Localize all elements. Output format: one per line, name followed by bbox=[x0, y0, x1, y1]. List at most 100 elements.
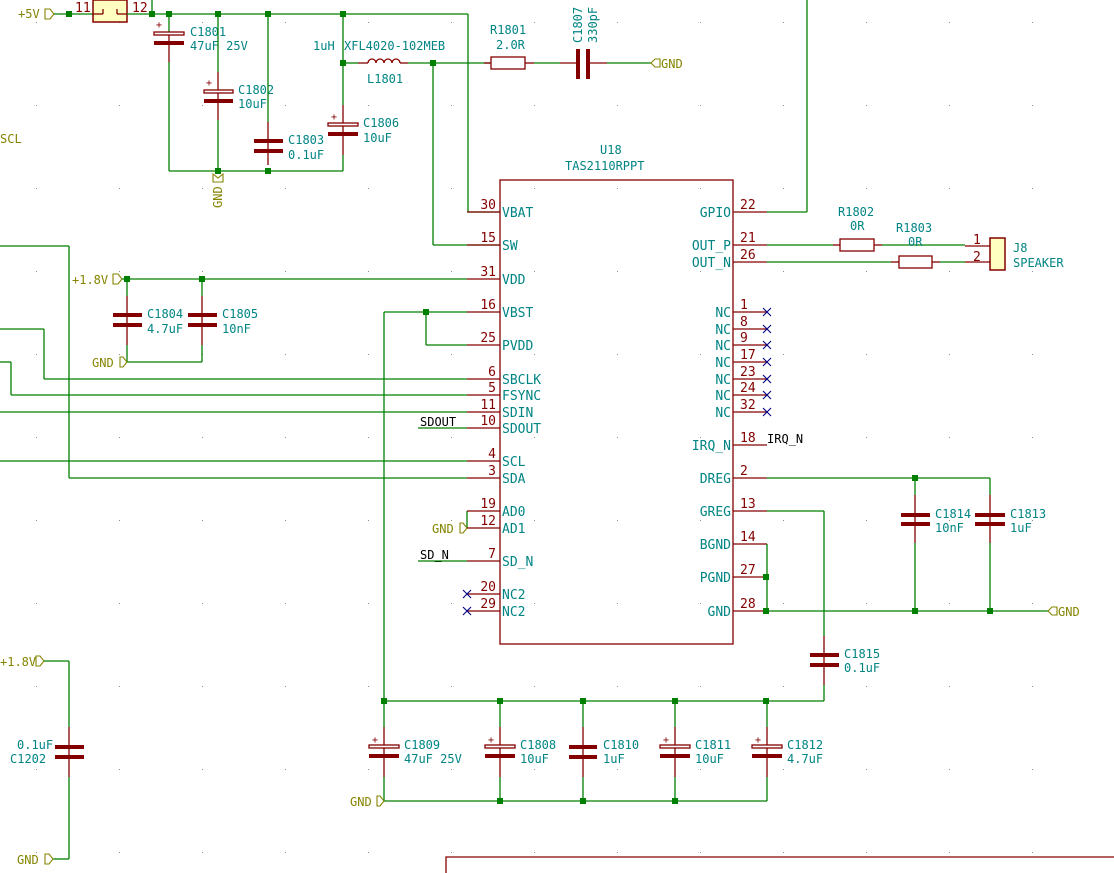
resistor-r1801[interactable]: R1801 2.0R bbox=[484, 23, 560, 70]
pin-name: SW bbox=[502, 239, 518, 254]
inductor-l1801[interactable]: 1uH XFL4020-102MEB L1801 bbox=[313, 39, 490, 86]
resistor-r1802[interactable]: R1802 0R bbox=[833, 205, 882, 252]
svg-text:+1.8V: +1.8V bbox=[0, 655, 36, 669]
capacitor-c1807[interactable]: C1807 330pF bbox=[560, 7, 651, 79]
pin-number: 5 bbox=[488, 381, 496, 396]
power-port-gnd-ad1[interactable]: GND bbox=[432, 522, 468, 536]
power-port-gnd-r1801[interactable]: GND bbox=[650, 57, 683, 71]
pin-number: 2 bbox=[740, 464, 748, 479]
svg-text:L1801: L1801 bbox=[367, 72, 403, 86]
svg-text:+1.8V: +1.8V bbox=[72, 273, 108, 287]
ic-pin-nc-9[interactable]: 9NC bbox=[715, 331, 772, 354]
ic-pin-nc-1[interactable]: 1NC bbox=[715, 298, 772, 321]
pin-name: VBAT bbox=[502, 206, 533, 221]
capacitor-c1801[interactable]: + C1801 47uF 25V bbox=[153, 14, 248, 171]
svg-text:R1803: R1803 bbox=[896, 221, 932, 235]
ic-pin-sd_n-7[interactable]: 7SD_N bbox=[467, 547, 533, 570]
resistor-r1803[interactable]: R1803 0R bbox=[891, 221, 940, 269]
svg-text:+: + bbox=[156, 20, 162, 31]
net-label-sdout[interactable]: SDOUT bbox=[420, 415, 456, 429]
power-port-gnd-top[interactable]: GND bbox=[211, 172, 225, 208]
pin-name: NC2 bbox=[502, 588, 525, 603]
capacitor-c1802[interactable]: + C1802 10uF bbox=[203, 14, 274, 171]
ic-pin-nc-8[interactable]: 8NC bbox=[715, 315, 772, 338]
capacitor-c1815[interactable]: C1815 0.1uF bbox=[810, 636, 880, 701]
no-connect-icon bbox=[762, 374, 772, 384]
capacitor-c1803[interactable]: C1803 0.1uF bbox=[254, 14, 324, 165]
svg-text:+: + bbox=[331, 112, 337, 123]
capacitor-c1813[interactable]: C1813 1uF bbox=[975, 478, 1046, 611]
power-port-gnd-c1202[interactable]: GND bbox=[17, 853, 54, 867]
svg-text:2.0R: 2.0R bbox=[496, 38, 526, 52]
power-port-1v8[interactable]: +1.8V bbox=[72, 273, 123, 287]
pin-number: 19 bbox=[480, 497, 496, 512]
power-port-gnd-bank[interactable]: GND bbox=[350, 795, 385, 809]
capacitor-c1806[interactable]: + C1806 10uF bbox=[327, 14, 399, 171]
pin-name: DREG bbox=[700, 472, 731, 487]
power-port-gnd-c1804[interactable]: GND bbox=[92, 356, 128, 370]
power-port-gnd-dreg[interactable]: GND bbox=[1047, 605, 1080, 619]
power-port-5v[interactable]: +5V bbox=[18, 7, 55, 21]
capacitor-c1804[interactable]: C1804 4.7uF bbox=[113, 279, 183, 362]
pin-number: 4 bbox=[488, 447, 496, 462]
svg-text:GND: GND bbox=[432, 522, 454, 536]
net-label-sd-n[interactable]: SD_N bbox=[420, 548, 449, 562]
pin-number: 22 bbox=[740, 198, 756, 213]
svg-text:C1809: C1809 bbox=[404, 738, 440, 752]
pin-number: 1 bbox=[740, 298, 748, 313]
c1202-section: +1.8V 0.1uF C1202 GND bbox=[0, 655, 84, 867]
svg-text:GND: GND bbox=[211, 186, 225, 208]
pin-number: 30 bbox=[480, 198, 496, 213]
capacitor-c1202[interactable]: 0.1uF C1202 bbox=[10, 727, 84, 777]
speaker-connector-j8[interactable]: 1 2 J8 SPEAKER bbox=[965, 233, 1064, 271]
capacitor-c1805[interactable]: C1805 10nF bbox=[188, 279, 258, 362]
svg-text:0.1uF: 0.1uF bbox=[288, 148, 324, 162]
capacitor-c1814[interactable]: C1814 10nF bbox=[901, 478, 971, 611]
pin-name: PVDD bbox=[502, 339, 533, 354]
ic-u18[interactable]: U18 TAS2110RPPT 30VBAT15SW31VDD16VBST25P… bbox=[462, 143, 772, 645]
pin-number: 7 bbox=[488, 547, 496, 562]
jumper-11-12[interactable]: 11 12 bbox=[75, 0, 148, 23]
net-label-irq-n[interactable]: IRQ_N bbox=[767, 432, 803, 446]
svg-text:SPEAKER: SPEAKER bbox=[1013, 256, 1064, 270]
svg-text:R1801: R1801 bbox=[490, 23, 526, 37]
no-connect-icon bbox=[762, 340, 772, 350]
power-port-1v8-b[interactable]: +1.8V bbox=[0, 655, 45, 669]
pin-number: 12 bbox=[480, 514, 496, 529]
dreg-section: C1814 10nF C1813 1uF GND bbox=[763, 475, 1080, 701]
